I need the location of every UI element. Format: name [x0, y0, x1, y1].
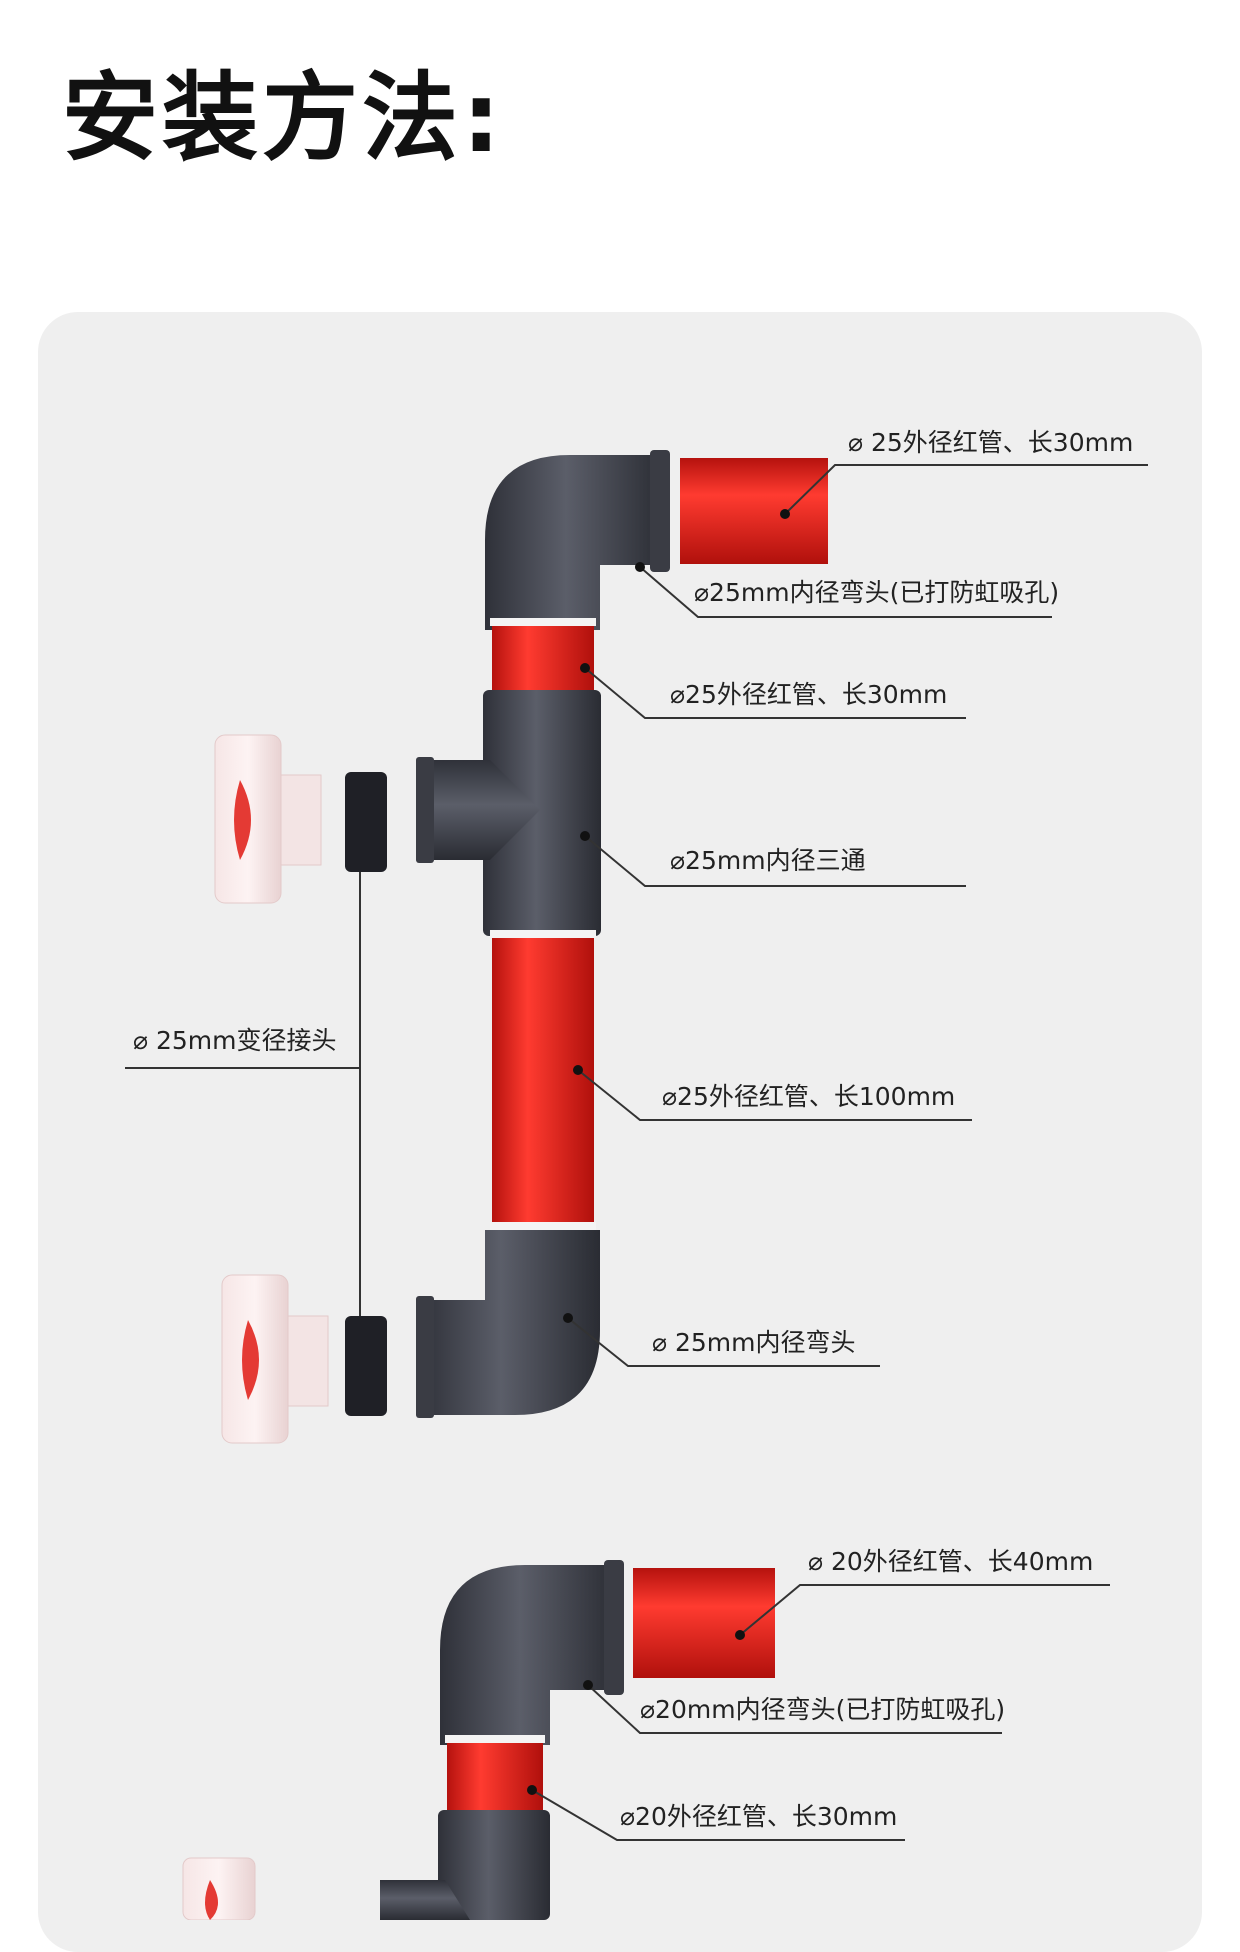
clear-fitting-bottom: [222, 1275, 328, 1443]
label-25-red-pipe-long: ⌀25外径红管、长100mm: [662, 1084, 955, 1109]
label-25-red-pipe-short: ⌀25外径红管、长30mm: [670, 682, 947, 707]
white-ring: [490, 618, 596, 626]
reducer-top: [345, 772, 387, 872]
label-20-elbow-anti-siphon: ⌀20mm内径弯头(已打防虹吸孔): [640, 1697, 1005, 1722]
label-25-elbow-anti-siphon: ⌀25mm内径弯头(已打防虹吸孔): [694, 580, 1059, 605]
clear-fitting-top: [215, 735, 321, 903]
white-ring-b1: [445, 1735, 545, 1743]
label-25-red-pipe-top: ⌀ 25外径红管、长30mm: [848, 430, 1133, 455]
tee-branch-socket: [416, 757, 434, 863]
red-pipe-100: [492, 938, 594, 1222]
assembly-20mm: [183, 1560, 775, 1920]
white-ring-3: [490, 1222, 596, 1230]
red-pipe-30-horizontal: [680, 458, 828, 564]
clear-fitting-20: [183, 1858, 255, 1920]
red-pipe-30-vertical: [492, 626, 594, 694]
elbow-top-20: [440, 1565, 618, 1745]
elbow-top-socket: [650, 450, 670, 572]
label-25-reducer: ⌀ 25mm变径接头: [133, 1028, 337, 1053]
white-ring-2: [490, 930, 596, 938]
elbow-bottom-socket: [416, 1296, 434, 1418]
elbow-top-25: [485, 455, 665, 630]
label-20-red-pipe-short: ⌀20外径红管、长30mm: [620, 1804, 897, 1829]
red-pipe-30-vertical-20: [447, 1743, 543, 1815]
reducer-bottom: [345, 1316, 387, 1416]
label-20-red-pipe-top: ⌀ 20外径红管、长40mm: [808, 1549, 1093, 1574]
label-25-elbow-bottom: ⌀ 25mm内径弯头: [652, 1330, 856, 1355]
elbow-top-20-socket: [604, 1560, 624, 1695]
label-25-tee: ⌀25mm内径三通: [670, 848, 866, 873]
